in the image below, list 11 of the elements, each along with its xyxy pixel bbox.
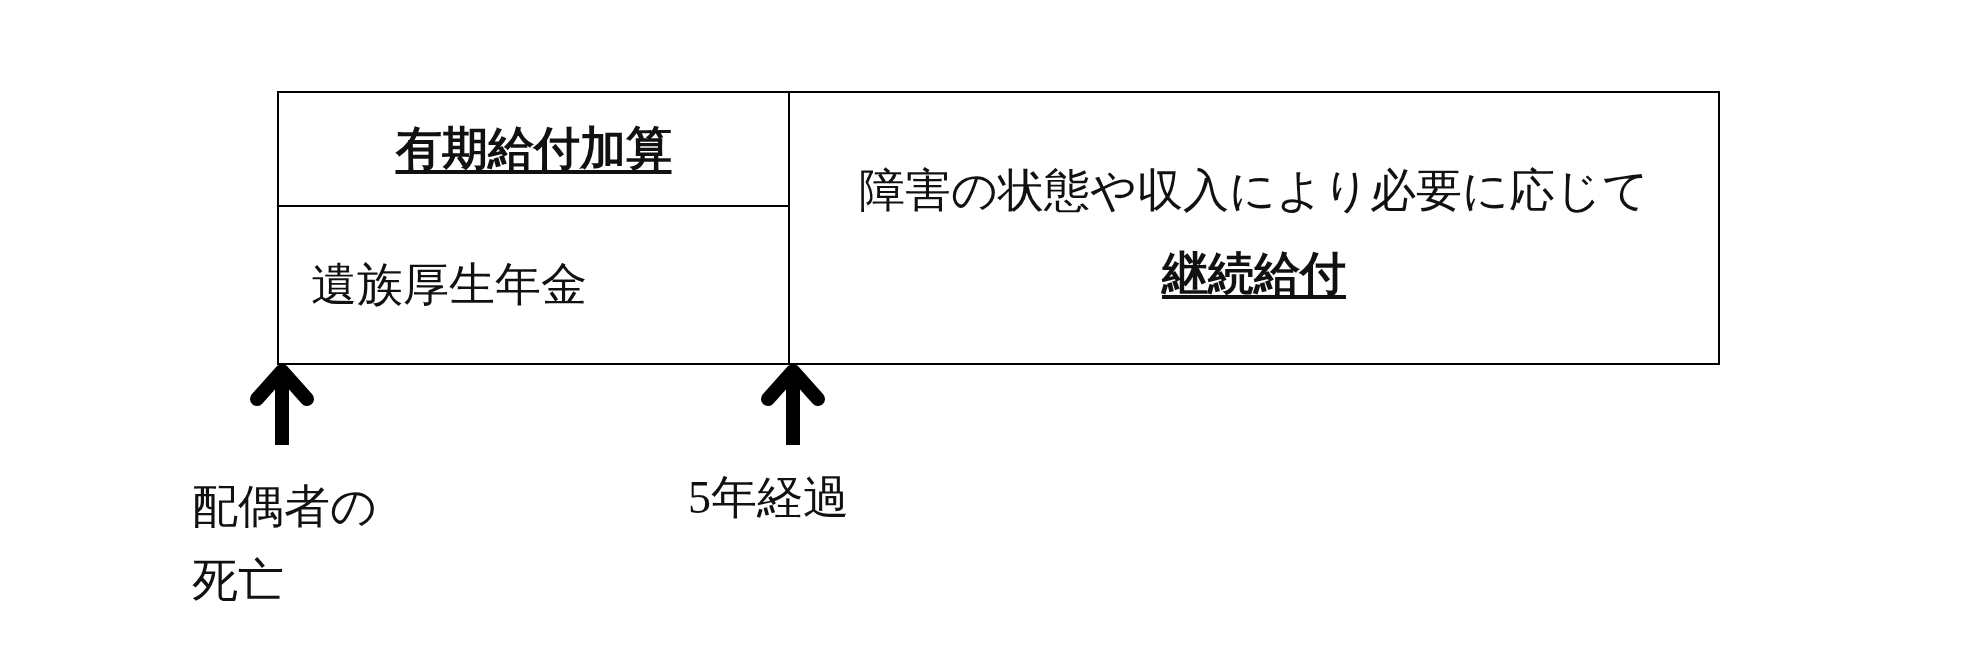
heading-text: 継続給付 bbox=[1162, 247, 1346, 302]
period-box bbox=[277, 205, 790, 365]
box-text: 障害の状態や収入により必要に応じて bbox=[859, 164, 1649, 218]
box-text: 遺族厚生年金 bbox=[311, 258, 587, 313]
event-label: 配偶者の死亡 bbox=[192, 480, 378, 608]
event-label: 5年経過 bbox=[688, 471, 849, 525]
period-box bbox=[277, 91, 790, 207]
arrow bbox=[761, 364, 825, 445]
heading-text: 有期給付加算 bbox=[395, 122, 672, 177]
arrow bbox=[250, 364, 314, 445]
period-box bbox=[788, 91, 1720, 365]
